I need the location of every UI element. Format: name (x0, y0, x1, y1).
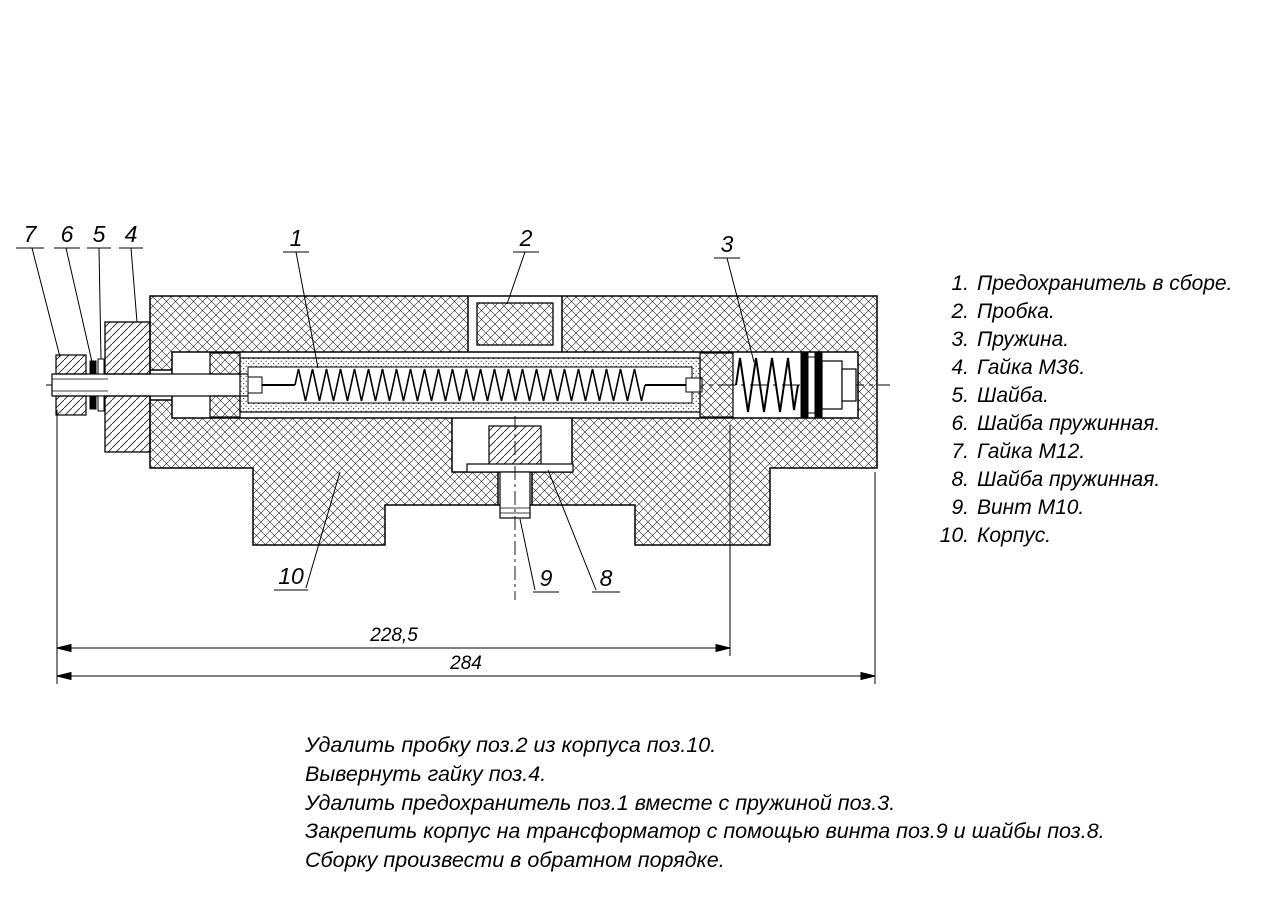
part-label: Шайба пружинная. (977, 412, 1161, 435)
dimension-value-284: 284 (449, 653, 482, 674)
callout-5: 5 (93, 221, 106, 247)
part-number: 3. (951, 328, 969, 351)
dimension-value-228-5: 228,5 (369, 625, 418, 646)
callout-7: 7 (24, 221, 38, 247)
dimension-lines (56, 410, 876, 684)
part-number: 5. (951, 384, 969, 407)
parts-list-item: 3. Пружина. (933, 326, 1232, 354)
part-label: Гайка М36. (977, 356, 1086, 379)
callout-leaders (16, 247, 755, 593)
left-bolt-assembly (51, 321, 256, 453)
parts-list-item: 4. Гайка М36. (933, 354, 1232, 382)
assembly-instructions: Удалить пробку поз.2 из корпуса поз.10. … (305, 731, 1105, 875)
end-cap-stack (800, 352, 857, 418)
part-label: Корпус. (977, 524, 1052, 547)
part-label: Шайба. (977, 384, 1050, 407)
plug-part2 (476, 302, 554, 346)
washer-part8 (466, 463, 574, 473)
housing-body-part10 (149, 295, 878, 546)
nut-m12-part7 (55, 354, 87, 416)
parts-list: 1. Предохранитель в сборе. 2. Пробка. 3.… (933, 270, 1233, 550)
callout-10: 10 (278, 563, 304, 589)
callout-3: 3 (721, 231, 734, 257)
callout-4: 4 (125, 221, 138, 247)
callout-8: 8 (600, 565, 613, 591)
part-label: Пружина. (977, 328, 1070, 351)
instruction-line: Вывернуть гайку поз.4. (305, 761, 547, 786)
spring-part3 (735, 357, 799, 413)
part-number: 6. (951, 412, 969, 435)
parts-list-item: 7. Гайка М12. (933, 438, 1232, 466)
parts-list-item: 10. Корпус. (933, 522, 1232, 550)
fuse-assembly-part1 (209, 352, 734, 418)
part-number: 10. (939, 524, 969, 547)
callout-2: 2 (519, 225, 533, 251)
callout-9: 9 (540, 565, 553, 591)
part-number: 1. (951, 272, 969, 295)
part-number: 4. (951, 356, 969, 379)
threaded-rod (51, 373, 256, 397)
instruction-line: Закрепить корпус на трансформатор с помо… (305, 819, 1105, 844)
parts-list-item: 1. Предохранитель в сборе. (933, 270, 1232, 298)
part-label: Пробка. (977, 300, 1055, 323)
callout-6: 6 (61, 221, 74, 247)
part-label: Шайба пружинная. (977, 468, 1161, 491)
part-label: Предохранитель в сборе. (977, 272, 1233, 295)
bottom-screw-assembly (466, 416, 574, 600)
part-number: 9. (951, 496, 969, 519)
spring-washer-part6 (89, 360, 97, 410)
parts-list-item: 8. Шайба пружинная. (933, 466, 1232, 494)
parts-list-item: 6. Шайба пружинная. (933, 410, 1232, 438)
fuse-inner-spring (294, 368, 646, 402)
part-number: 7. (951, 440, 969, 463)
part-number: 2. (951, 300, 969, 323)
parts-list-item: 5. Шайба. (933, 382, 1232, 410)
callout-1: 1 (290, 225, 303, 251)
parts-list-item: 9. Винт М10. (933, 494, 1232, 522)
part-label: Винт М10. (977, 496, 1085, 519)
nut-m36-part4 (104, 321, 151, 453)
instruction-line: Удалить пробку поз.2 из корпуса поз.10. (305, 733, 717, 757)
instruction-line: Сборку произвести в обратном порядке. (305, 848, 725, 873)
part-number: 8. (951, 468, 969, 491)
part-label: Гайка М12. (977, 440, 1086, 463)
parts-list-item: 2. Пробка. (933, 298, 1232, 326)
instruction-line: Удалить предохранитель поз.1 вместе с пр… (305, 790, 896, 815)
